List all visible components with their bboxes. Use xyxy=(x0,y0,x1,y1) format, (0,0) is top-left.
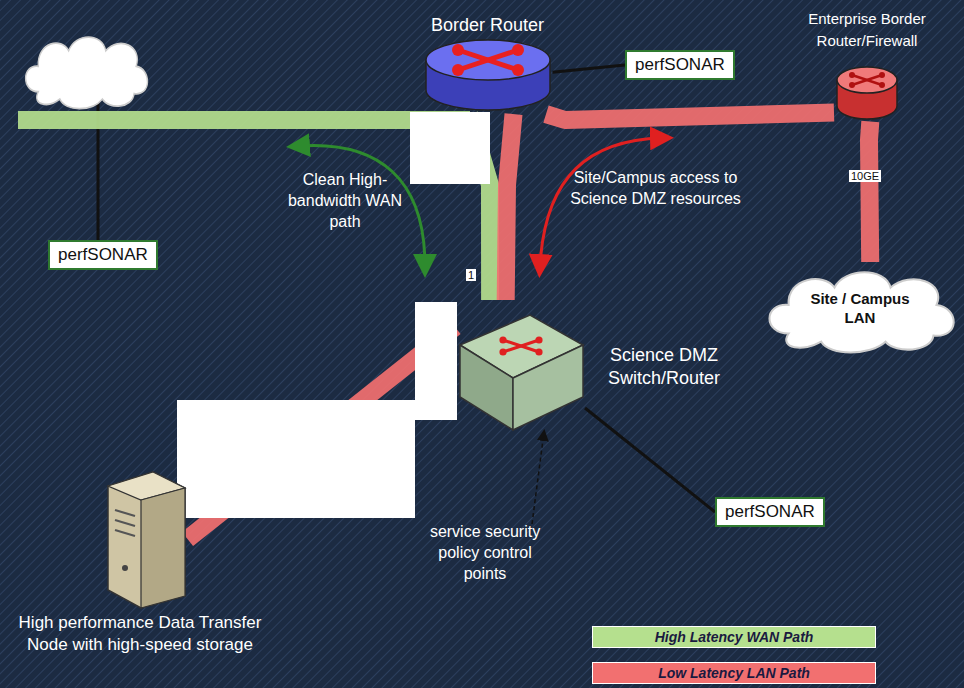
legend-text: High Latency WAN Path xyxy=(593,627,875,647)
node-box: perfSONAR xyxy=(48,240,158,270)
wan-band xyxy=(18,111,470,129)
node-label: Border Router xyxy=(410,12,565,38)
node-label: perfSONAR xyxy=(635,54,725,76)
node-firewall: Enterprise Border Router/Firewall xyxy=(790,8,944,122)
switch-icon xyxy=(455,300,585,435)
node-server: High performance Data Transfer Node with… xyxy=(18,468,262,656)
firewall-icon-art xyxy=(834,62,900,122)
node-box: perfSONAR xyxy=(625,50,735,80)
legend-swatch: Low Latency LAN Path xyxy=(592,662,876,684)
node-label: perfSONAR xyxy=(725,501,815,523)
text-label: service security policy control points xyxy=(420,522,550,584)
text-label: Site/Campus access to Science DMZ resour… xyxy=(568,168,743,210)
text-label: 10GE xyxy=(849,170,881,182)
node-label: Science DMZ Switch/Router xyxy=(589,344,739,391)
node-box: perfSONAR xyxy=(715,497,825,527)
node-label: High performance Data Transfer Node with… xyxy=(18,612,262,656)
router-icon-art xyxy=(423,38,553,114)
network-path xyxy=(546,113,834,121)
server-icon-art xyxy=(93,468,188,610)
switch-icon-art xyxy=(455,300,585,435)
monitor-link xyxy=(585,408,715,512)
node-label: Site / Campus LAN xyxy=(800,289,920,328)
node-router: Border Router xyxy=(410,12,565,114)
router-icon xyxy=(423,38,553,114)
text-label: 1 xyxy=(466,269,476,281)
white-box xyxy=(410,112,490,184)
node-cloud: Site / Campus LAN xyxy=(758,262,962,354)
leader-line xyxy=(532,432,544,524)
node-label: perfSONAR xyxy=(58,244,148,266)
network-path xyxy=(869,122,870,263)
network-path xyxy=(506,114,514,300)
legend-text: Low Latency LAN Path xyxy=(593,663,875,683)
node-switch: Science DMZ Switch/Router xyxy=(455,300,739,435)
text-label: Clean High-bandwidth WAN path xyxy=(275,170,415,232)
wan-cloud xyxy=(26,37,148,109)
lan-cloud xyxy=(758,262,962,354)
firewall-icon xyxy=(834,62,900,122)
white-box xyxy=(415,302,457,420)
legend-swatch: High Latency WAN Path xyxy=(592,626,876,648)
monitor-link xyxy=(553,65,626,72)
node-label: Enterprise Border Router/Firewall xyxy=(790,8,944,52)
white-box xyxy=(177,400,415,518)
server-icon xyxy=(93,468,188,610)
